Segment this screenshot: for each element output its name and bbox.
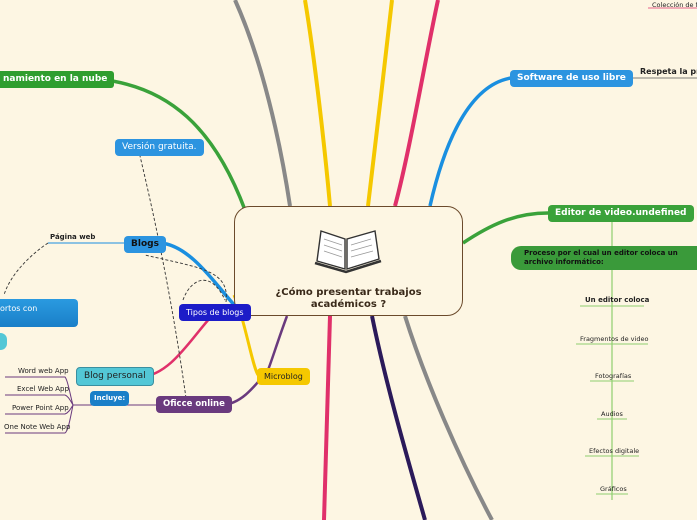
includes-node[interactable]: Incluye: bbox=[90, 391, 130, 406]
branch-blue-right bbox=[428, 76, 512, 207]
video-editor-node[interactable]: Editor de video.undefined bbox=[548, 205, 694, 222]
app-word[interactable]: Word web App bbox=[18, 367, 69, 375]
branch-green-left bbox=[95, 77, 247, 211]
top-collection-label[interactable]: Colección de f bbox=[652, 1, 697, 9]
branch-yellow-top-1 bbox=[303, 0, 332, 207]
editor-item-5[interactable]: Gráficos bbox=[600, 485, 627, 493]
central-topic[interactable]: ¿Cómo presentar trabajos académicos ? bbox=[234, 206, 463, 316]
branch-gray-top bbox=[233, 0, 292, 207]
teal-dot[interactable] bbox=[0, 333, 7, 350]
branch-purple-micro bbox=[266, 315, 289, 371]
dashed-relation-2 bbox=[144, 254, 227, 303]
editor-item-lines bbox=[576, 305, 648, 495]
branch-yellow-top-2 bbox=[366, 0, 394, 207]
branch-pink-top bbox=[393, 0, 440, 207]
editor-item-0[interactable]: Un editor coloca bbox=[585, 296, 650, 304]
cut-info-box[interactable]: ortos con bbox=[0, 299, 78, 327]
cloud-storage-node[interactable]: namiento en la nube bbox=[0, 71, 115, 88]
app-onenote[interactable]: One Note Web App bbox=[4, 423, 71, 431]
editor-item-4[interactable]: Efectos digitale bbox=[589, 447, 640, 455]
privacy-label[interactable]: Respeta la priv bbox=[640, 67, 697, 76]
editor-item-1[interactable]: Fragmentos de video bbox=[580, 335, 649, 343]
editor-item-3[interactable]: Audios bbox=[601, 410, 623, 418]
office-online-node[interactable]: Oficce online bbox=[156, 396, 232, 413]
process-node[interactable]: Proceso por el cual un editor coloca un … bbox=[511, 246, 697, 270]
editor-item-2[interactable]: Fotografías bbox=[595, 372, 632, 380]
process-text: Proceso por el cual un editor coloca un … bbox=[524, 249, 678, 266]
personal-blog-node[interactable]: Blog personal bbox=[76, 367, 154, 386]
dashed-relation-4 bbox=[3, 242, 49, 296]
free-version-node[interactable]: Versión gratuita. bbox=[115, 139, 204, 156]
branch-green-right bbox=[462, 211, 549, 245]
book-icon bbox=[314, 230, 382, 274]
branch-gray-bottom bbox=[403, 315, 494, 520]
blog-types-node[interactable]: Tipos de blogs bbox=[179, 304, 251, 321]
free-software-node[interactable]: Software de uso libre bbox=[510, 70, 633, 87]
app-powerpoint[interactable]: Power Point App bbox=[12, 404, 69, 412]
dashed-relation-3 bbox=[182, 279, 226, 301]
cut-info-text: ortos con bbox=[0, 304, 38, 313]
app-excel[interactable]: Excel Web App bbox=[17, 385, 69, 393]
web-page-label[interactable]: Página web bbox=[50, 233, 96, 241]
branch-pink-bottom bbox=[322, 315, 332, 520]
app-lines bbox=[5, 376, 156, 434]
branch-navy-bottom bbox=[370, 315, 427, 520]
dashed-relation-1 bbox=[139, 155, 187, 399]
microblog-node[interactable]: Microblog bbox=[257, 368, 310, 385]
blogs-node[interactable]: Blogs bbox=[124, 236, 166, 253]
central-topic-title: ¿Cómo presentar trabajos académicos ? bbox=[275, 287, 422, 310]
